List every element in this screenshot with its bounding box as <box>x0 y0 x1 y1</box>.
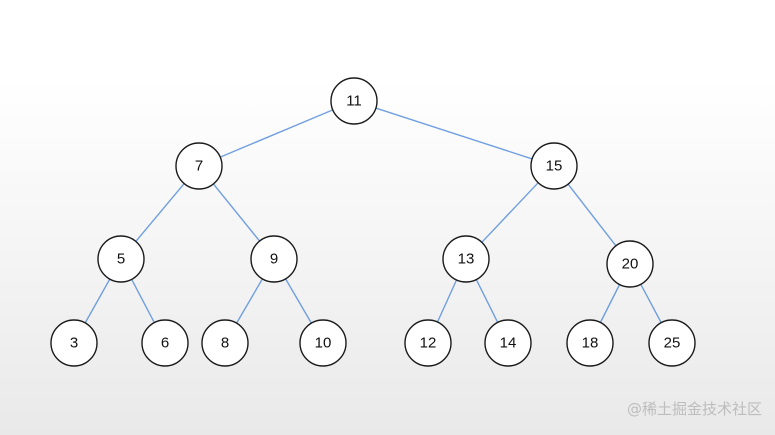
node-label: 6 <box>161 335 169 352</box>
node-circle <box>442 235 490 283</box>
edge-7-5 <box>135 183 185 242</box>
node-label: 12 <box>420 335 437 352</box>
node-label: 25 <box>664 335 681 352</box>
node-circle <box>530 142 578 190</box>
node-circle <box>50 319 98 367</box>
node-label: 18 <box>582 335 599 352</box>
tree-node-18: 18 <box>566 319 614 367</box>
node-label: 20 <box>622 256 639 273</box>
node-label: 3 <box>70 335 78 352</box>
tree-nodes: 11 7 15 5 9 13 20 3 6 8 10 12 14 18 25 <box>50 77 696 367</box>
node-label: 15 <box>546 158 563 175</box>
tree-node-25: 25 <box>648 319 696 367</box>
tree-node-6: 6 <box>141 319 189 367</box>
node-label: 14 <box>500 335 517 352</box>
node-label: 13 <box>458 251 475 268</box>
tree-node-15: 15 <box>530 142 578 190</box>
tree-edges <box>84 107 662 324</box>
node-label: 10 <box>315 335 332 352</box>
node-circle <box>404 319 452 367</box>
tree-node-3: 3 <box>50 319 98 367</box>
watermark: @稀土掘金技术社区 <box>626 400 762 418</box>
edge-15-20 <box>567 183 617 247</box>
node-circle <box>299 319 347 367</box>
tree-node-10: 10 <box>299 319 347 367</box>
tree-node-5: 5 <box>97 235 145 283</box>
tree-node-8: 8 <box>201 319 249 367</box>
node-label: 8 <box>221 335 229 352</box>
edge-5-3 <box>84 278 111 324</box>
node-circle <box>250 235 298 283</box>
node-circle <box>141 319 189 367</box>
tree-node-20: 20 <box>606 240 654 288</box>
tree-node-11: 11 <box>330 77 378 125</box>
edge-20-18 <box>599 284 621 323</box>
tree-node-12: 12 <box>404 319 452 367</box>
edge-5-6 <box>131 279 155 323</box>
tree-node-14: 14 <box>484 319 532 367</box>
node-circle <box>484 319 532 367</box>
edge-13-12 <box>436 279 458 323</box>
node-circle <box>566 319 614 367</box>
node-label: 11 <box>346 93 362 110</box>
node-circle <box>97 235 145 283</box>
tree-node-7: 7 <box>175 142 223 190</box>
edge-9-8 <box>235 278 264 324</box>
node-circle <box>330 77 378 125</box>
node-circle <box>201 319 249 367</box>
edge-15-13 <box>481 182 539 243</box>
edge-9-10 <box>284 278 313 324</box>
tree-node-9: 9 <box>250 235 298 283</box>
node-label: 7 <box>195 158 203 175</box>
edge-11-7 <box>219 109 334 158</box>
tree-node-13: 13 <box>442 235 490 283</box>
node-label: 9 <box>270 251 278 268</box>
edge-20-25 <box>640 283 662 324</box>
edge-13-14 <box>475 279 499 323</box>
node-circle <box>606 240 654 288</box>
edge-7-9 <box>212 183 261 242</box>
node-label: 5 <box>117 251 125 268</box>
node-circle <box>648 319 696 367</box>
node-circle <box>175 142 223 190</box>
edge-11-15 <box>375 107 533 160</box>
